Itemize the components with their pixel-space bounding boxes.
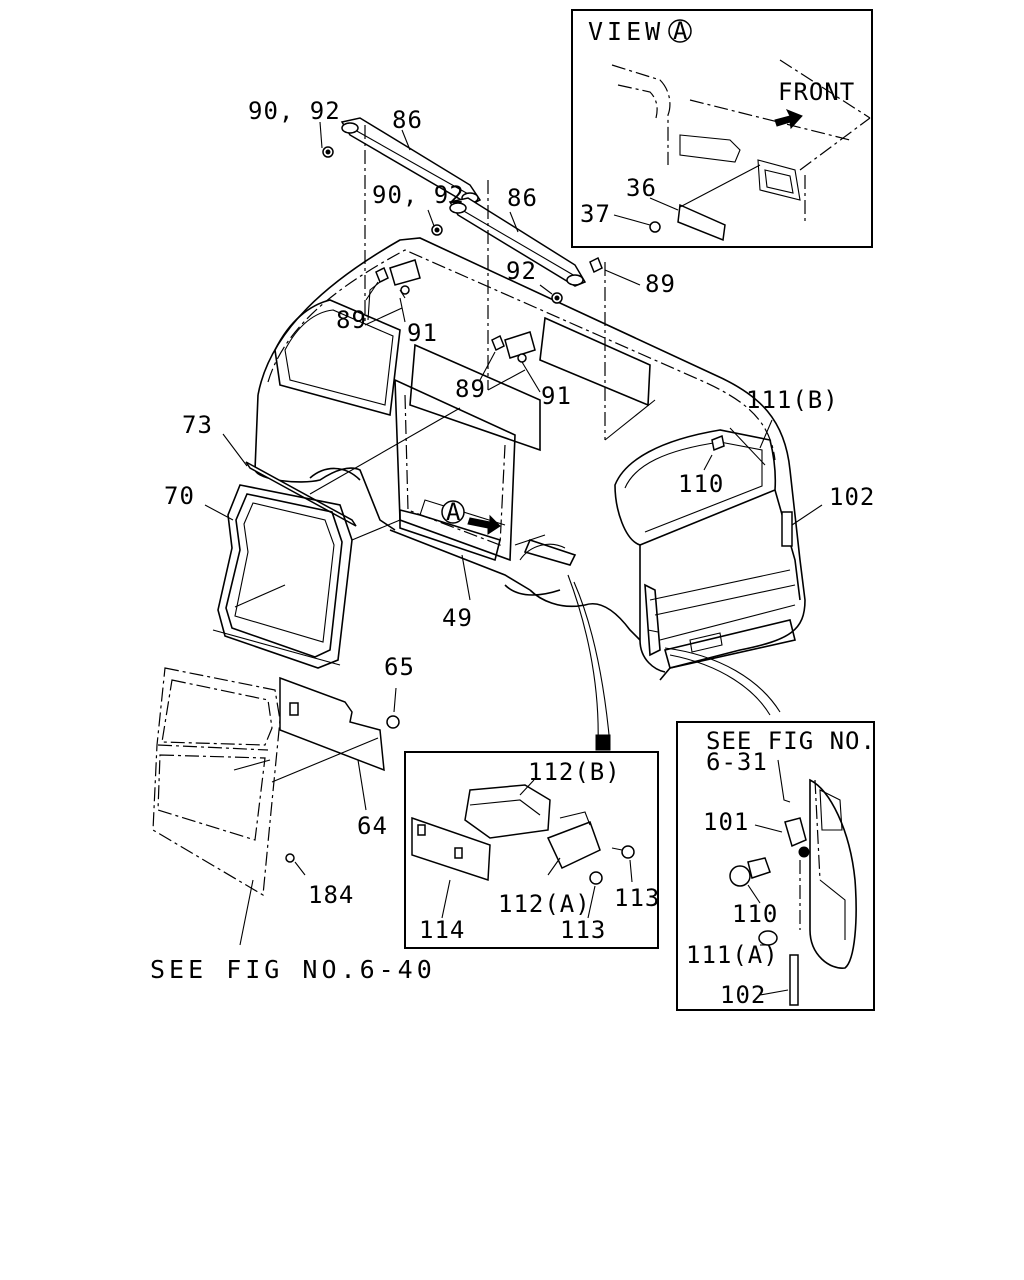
lamp-102-leader xyxy=(791,504,823,526)
callout-86-a: 86 xyxy=(392,106,423,134)
clip-89-b xyxy=(491,334,505,352)
callout-110-detail: 110 xyxy=(732,900,778,928)
bolt-110 xyxy=(703,434,725,471)
callout-89-c: 89 xyxy=(455,375,486,403)
callout-89-a: 89 xyxy=(645,270,676,298)
roof-rail-86-front xyxy=(340,117,482,206)
clip-89-c xyxy=(589,256,603,274)
weatherstrip-70 xyxy=(204,407,461,669)
bracket-roof-center xyxy=(504,331,536,363)
lamp-ref-line1: SEE FIG NO. xyxy=(706,727,876,755)
door-ref-leader xyxy=(239,879,254,946)
front-label: FRONT xyxy=(778,78,855,106)
callout-49: 49 xyxy=(442,604,473,632)
screw-92 xyxy=(551,292,563,304)
bolt-184 xyxy=(285,853,306,876)
detail-step-labels: 112(B) 112(A) 113 113 114 xyxy=(419,758,660,944)
van-body xyxy=(254,237,806,681)
callout-labels: 90, 92 86 90, 92 86 92 89 89 91 89 91 11… xyxy=(164,97,875,909)
view-a-title-text: VIEW xyxy=(588,17,664,46)
callout-90-92-a: 90, 92 xyxy=(248,97,341,125)
bracket-roof-left xyxy=(389,259,421,299)
callout-111b: 111(B) xyxy=(746,386,839,414)
area-marker-label: A xyxy=(446,498,461,526)
callout-113-b: 113 xyxy=(560,916,606,944)
callout-111a: 111(A) xyxy=(686,941,779,969)
screw-90-92-b xyxy=(431,224,443,236)
callout-65: 65 xyxy=(384,653,415,681)
moulding-111b xyxy=(729,419,773,466)
screw-90-92-a xyxy=(322,146,334,158)
trim-panel-64 xyxy=(271,676,385,811)
callout-86-b: 86 xyxy=(507,184,538,212)
callout-64: 64 xyxy=(357,812,388,840)
callout-36: 36 xyxy=(626,174,657,202)
detail-lamp-box xyxy=(676,721,875,1011)
callout-89-b: 89 xyxy=(336,306,367,334)
roof-leaders xyxy=(319,121,656,441)
callout-101: 101 xyxy=(703,808,749,836)
callout-112a: 112(A) xyxy=(498,890,591,918)
callout-92: 92 xyxy=(506,257,537,285)
callout-70: 70 xyxy=(164,482,195,510)
view-a-box xyxy=(571,9,873,248)
lamp-ref-line2: 6-31 xyxy=(706,748,768,776)
weatherstrip-73 xyxy=(222,433,357,527)
roof-rail-86-rear xyxy=(448,197,587,287)
callout-114: 114 xyxy=(419,916,465,944)
callout-37: 37 xyxy=(580,200,611,228)
detail-pointers xyxy=(567,574,781,751)
callout-102-detail: 102 xyxy=(720,981,766,1009)
callout-112b: 112(B) xyxy=(528,758,621,786)
callout-91-b: 91 xyxy=(541,382,572,410)
callout-91-a: 91 xyxy=(407,319,438,347)
step-49-leader xyxy=(461,554,471,601)
callout-110: 110 xyxy=(678,470,724,498)
view-a-pointer: A xyxy=(441,498,501,535)
door-reference: SEE FIG NO.6-40 xyxy=(150,955,436,984)
callout-73: 73 xyxy=(182,411,213,439)
callout-102: 102 xyxy=(829,483,875,511)
view-a-title: VIEW A xyxy=(588,17,692,46)
clip-89-a xyxy=(367,266,389,321)
callout-184: 184 xyxy=(308,881,354,909)
sliding-door xyxy=(152,667,281,896)
view-a-marker: A xyxy=(673,17,688,45)
callout-113-a: 113 xyxy=(614,884,660,912)
clip-65 xyxy=(386,687,400,729)
callout-90-92-b: 90, 92 xyxy=(372,181,465,209)
detail-step-box xyxy=(404,751,659,949)
detail-lamp-labels: SEE FIG NO. 6-31 101 110 111(A) 102 xyxy=(686,727,876,1009)
view-a-labels: FRONT 36 37 xyxy=(580,78,855,228)
